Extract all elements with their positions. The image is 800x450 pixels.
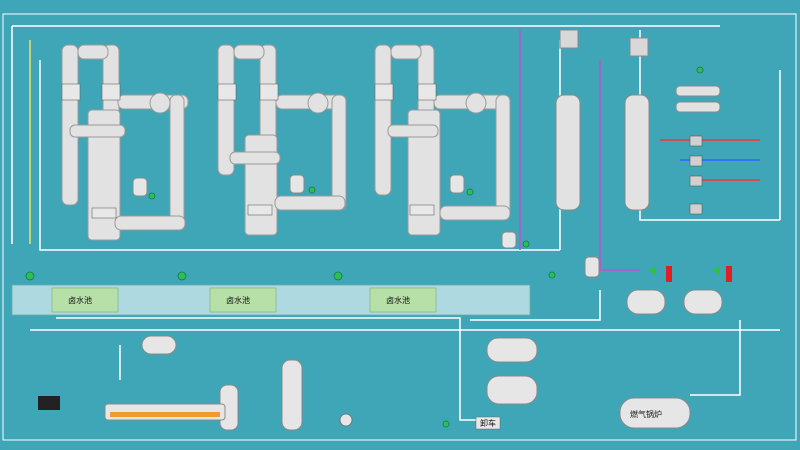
valve-icon[interactable] [689,155,703,167]
pump-icon[interactable] [148,192,156,200]
valve-icon[interactable] [689,203,703,215]
pump-icon[interactable] [333,271,343,281]
alarm-indicator [726,266,732,282]
brine-pool-3 [369,287,437,313]
brine-pool-1 [51,287,119,313]
alarm-indicator [666,266,672,282]
pump-icon[interactable] [548,271,556,279]
pump-icon[interactable] [308,186,316,194]
fan-icon[interactable] [339,413,353,427]
pump-icon[interactable] [442,420,450,428]
furnace-icon [38,396,60,410]
pump-icon[interactable] [712,266,720,276]
pump-icon[interactable] [25,271,35,281]
valve-icon[interactable] [689,175,703,187]
valve-icon[interactable] [689,135,703,147]
pump-icon[interactable] [648,266,656,276]
brine-pool-label-3: 卤水池 [386,295,410,305]
pump-icon[interactable] [466,188,474,196]
pump-icon[interactable] [696,66,704,74]
car-label: 卸车 [480,418,496,428]
brine-pool-row: 卤水池 卤水池 卤水池 [11,284,531,316]
brine-pool-label-1: 卤水池 [68,295,92,305]
brine-pool-label-2: 卤水池 [226,295,250,305]
boiler-label: 燃气锅炉 [630,409,662,419]
pump-icon[interactable] [177,271,187,281]
pump-icon[interactable] [522,240,530,248]
brine-pool-2 [209,287,277,313]
